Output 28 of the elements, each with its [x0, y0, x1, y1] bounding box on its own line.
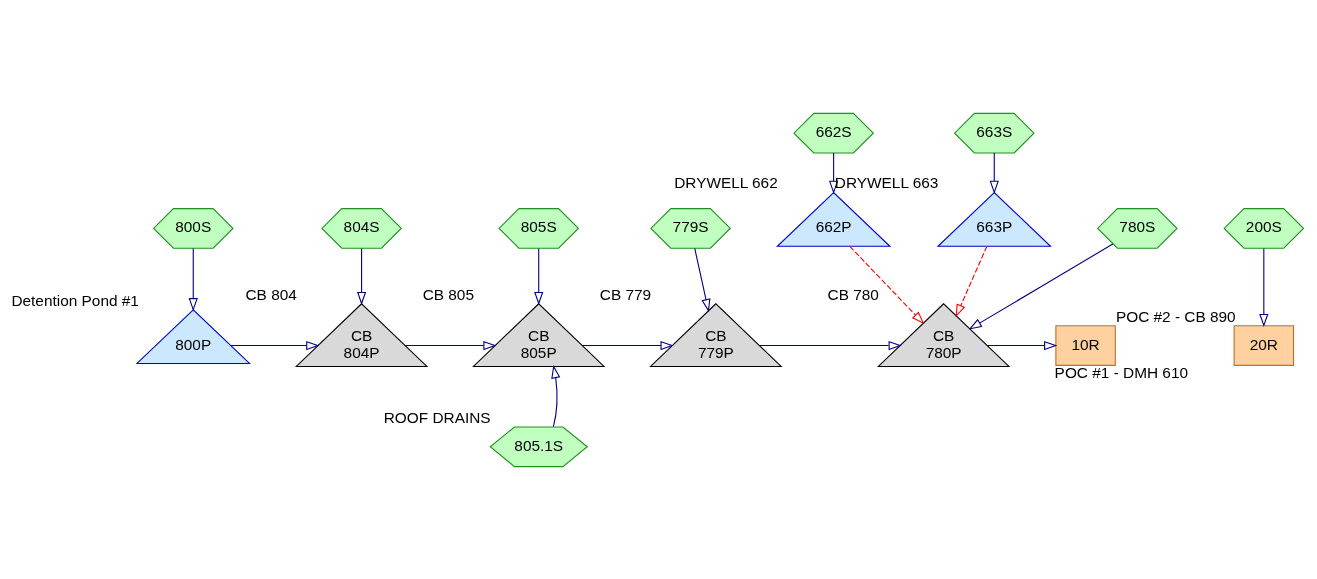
node-label: DRYWELL 662: [674, 173, 778, 191]
node-box: 20R: [1233, 324, 1295, 366]
node-label: ROOF DRAINS: [383, 408, 491, 426]
arrow: [758, 340, 902, 350]
arrow: [534, 247, 544, 305]
arrow: [955, 245, 988, 317]
arrow: [694, 247, 711, 312]
node-label: DRYWELL 663: [834, 173, 939, 191]
arrow: [849, 245, 925, 324]
arrow: [986, 340, 1058, 350]
arrow: [581, 340, 674, 350]
arrow: [829, 152, 839, 194]
arrow: [230, 340, 320, 350]
arrow: [968, 243, 1114, 330]
arrow: [1259, 247, 1269, 327]
arrow: [356, 247, 367, 305]
node-label: CB 804: [245, 285, 297, 303]
node-label: CB 780: [827, 285, 879, 303]
arrow: [404, 340, 497, 350]
node-label: CB 779: [599, 285, 652, 303]
node-box: 10R: [1055, 324, 1116, 366]
arrow: [188, 247, 198, 311]
node-label: POC #1 - DMH 610: [1054, 363, 1189, 381]
node-label: Detention Pond #1: [11, 291, 139, 309]
arrow: [551, 364, 561, 427]
node-label: POC #2 - CB 890: [1115, 307, 1236, 325]
arrow: [989, 152, 999, 194]
node-label: CB 805: [422, 285, 474, 303]
